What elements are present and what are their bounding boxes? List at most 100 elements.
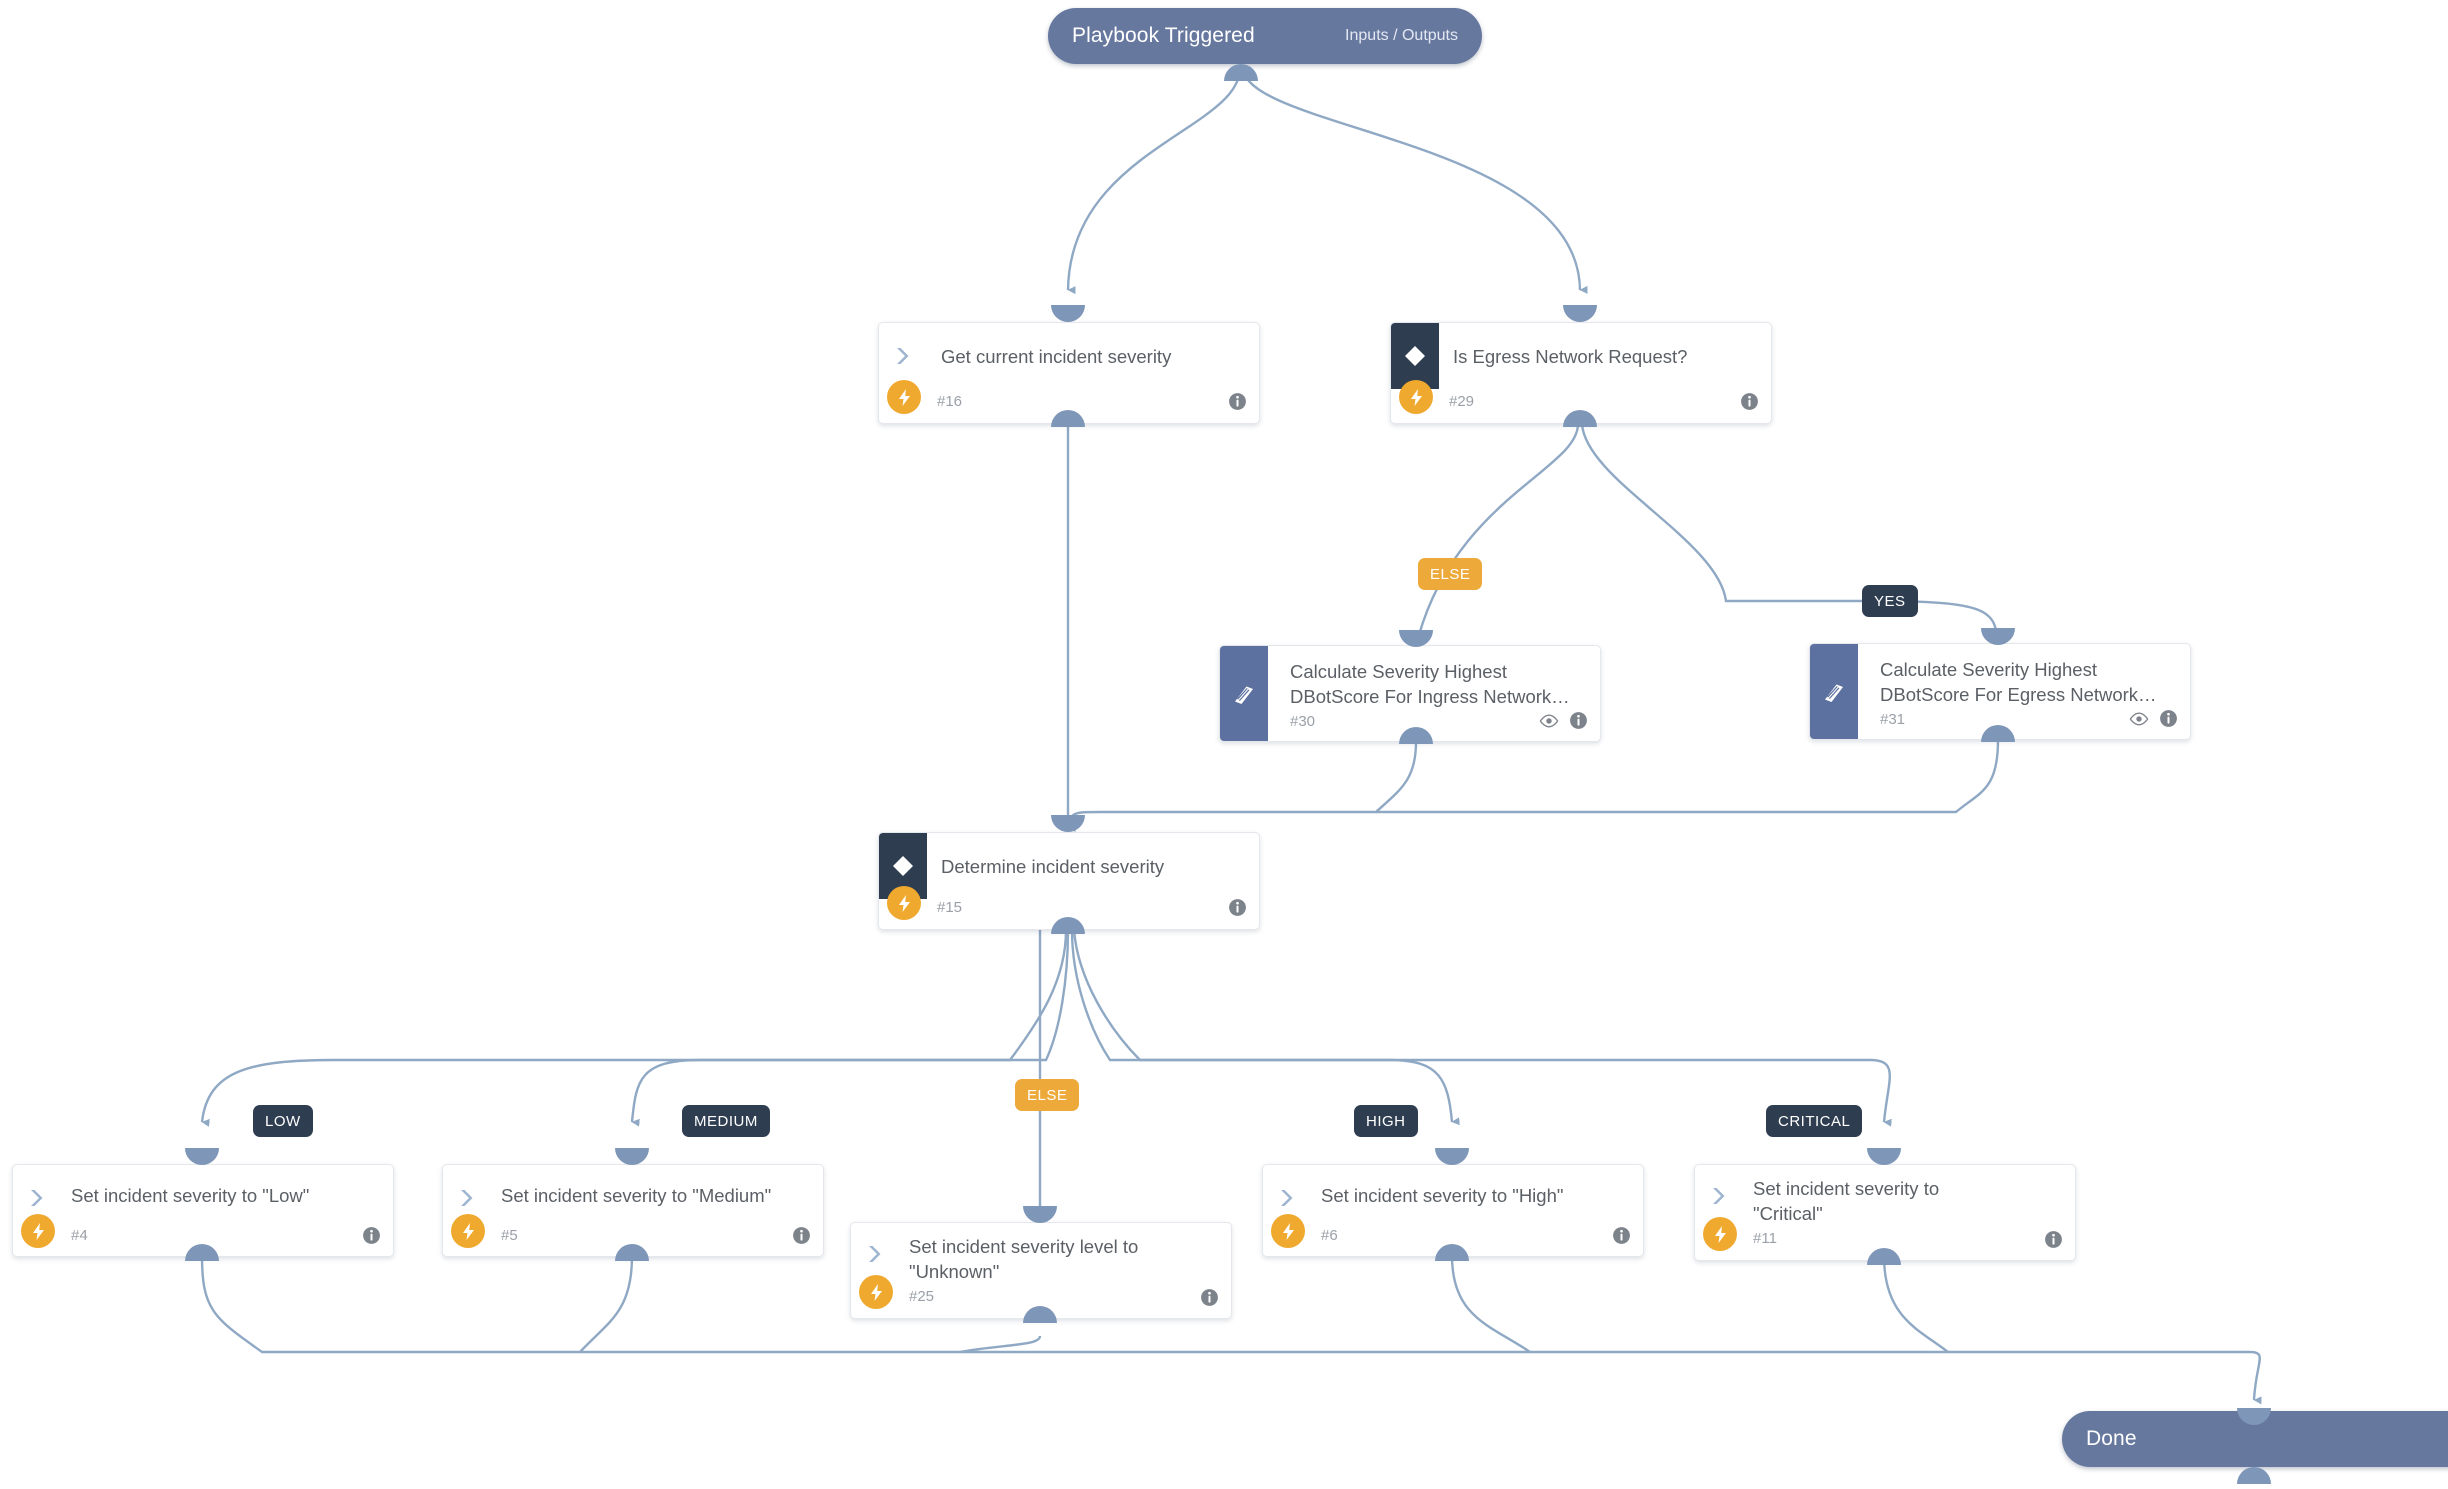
edge-start-to-is-egress (1241, 67, 1588, 294)
branch-label-low: LOW (253, 1105, 313, 1137)
info-icon[interactable] (1228, 392, 1247, 411)
eye-icon[interactable] (2129, 712, 2149, 726)
socket-done-top (2237, 1408, 2271, 1425)
lightning-bolt-icon (451, 1214, 485, 1248)
edge-critical-to-done (1882, 1255, 1949, 1353)
edge-medium-to-done (579, 1255, 634, 1353)
start-node-inputs-outputs-link[interactable]: Inputs / Outputs (1345, 27, 1458, 44)
socket-unknown-top (1023, 1206, 1057, 1223)
task-number: #16 (937, 393, 963, 410)
branch-label-high: HIGH (1354, 1105, 1418, 1137)
info-icon[interactable] (1569, 711, 1588, 730)
start-node-playbook-triggered[interactable]: Playbook Triggered Inputs / Outputs (1048, 8, 1482, 64)
node-get-current-incident-severity[interactable]: Get current incident severity #16 (878, 322, 1260, 424)
node-set-severity-low[interactable]: Set incident severity to "Low" #4 (12, 1164, 394, 1257)
branch-label-text: YES (1874, 592, 1906, 610)
node-actions (1228, 898, 1247, 917)
socket-high-top (1435, 1148, 1469, 1165)
info-icon[interactable] (1740, 392, 1759, 411)
lightning-bolt-icon (1271, 1214, 1305, 1248)
branch-label-critical: CRITICAL (1766, 1105, 1863, 1137)
node-title-line-2: DBotScore For Egress Network… (1880, 684, 2157, 705)
book-icon (1235, 686, 1253, 704)
lightning-bolt-icon (1703, 1217, 1737, 1251)
info-icon[interactable] (2044, 1230, 2063, 1249)
branch-label-text: HIGH (1366, 1112, 1406, 1130)
lightning-bolt-icon (859, 1275, 893, 1309)
node-icon-slot (1220, 646, 1268, 741)
node-actions (1200, 1288, 1219, 1307)
socket-critical-top (1867, 1148, 1901, 1165)
node-set-severity-high[interactable]: Set incident severity to "High" #6 (1262, 1164, 1644, 1257)
node-actions (1740, 392, 1759, 411)
edge-start-to-get-severity (1066, 67, 1242, 295)
eye-icon[interactable] (1539, 714, 1559, 728)
node-determine-incident-severity[interactable]: Determine incident severity #15 (878, 832, 1260, 930)
node-is-egress-network-request[interactable]: Is Egress Network Request? #29 (1390, 322, 1772, 424)
socket-determine-bottom (1051, 917, 1085, 934)
branch-label-else-egress: ELSE (1418, 558, 1483, 590)
node-actions (362, 1226, 381, 1245)
socket-get-severity-top (1051, 305, 1085, 322)
edge-high-to-done (1450, 1255, 1531, 1353)
chevron-right-icon (1713, 1188, 1725, 1204)
edge-determine-to-medium (630, 929, 1070, 1127)
info-icon[interactable] (1612, 1226, 1631, 1245)
chevron-right-icon (869, 1246, 881, 1262)
branch-label-text: ELSE (1027, 1086, 1068, 1104)
node-title: Calculate Severity Highest DBotScore For… (1880, 650, 2170, 714)
node-title: Is Egress Network Request? (1453, 345, 1688, 367)
diamond-icon (893, 856, 913, 876)
node-title: Get current incident severity (941, 345, 1172, 367)
socket-medium-top (615, 1148, 649, 1165)
node-actions (2044, 1230, 2063, 1249)
info-icon[interactable] (1228, 898, 1247, 917)
task-number: #30 (1290, 713, 1316, 730)
info-icon[interactable] (2159, 709, 2178, 728)
info-icon[interactable] (1200, 1288, 1219, 1307)
socket-start-bottom (1224, 64, 1258, 81)
edge-determine-to-critical (1072, 929, 1892, 1127)
socket-low-top (185, 1148, 219, 1165)
branch-label-text: CRITICAL (1778, 1112, 1851, 1130)
node-title: Set incident severity to "Medium" (501, 1184, 772, 1206)
node-calculate-severity-ingress[interactable]: Calculate Severity Highest DBotScore For… (1219, 645, 1601, 742)
diamond-icon (1405, 346, 1425, 366)
edge-ingress-to-determine (1066, 741, 1418, 829)
node-actions (792, 1226, 811, 1245)
node-actions (1228, 392, 1247, 411)
task-number: #11 (1753, 1230, 1777, 1247)
node-icon-slot (1391, 323, 1439, 389)
socket-determine-top (1051, 815, 1085, 832)
lightning-bolt-icon (887, 380, 921, 414)
node-title-line-2: DBotScore For Ingress Network… (1290, 686, 1570, 707)
socket-egress-bottom (1981, 725, 2015, 742)
node-actions (2129, 709, 2178, 728)
info-icon[interactable] (792, 1226, 811, 1245)
node-title: Set incident severity to "Critical" (1753, 1169, 2055, 1233)
node-title-line-1: Set incident severity level to (909, 1236, 1139, 1257)
node-title-line-1: Calculate Severity Highest (1880, 659, 2097, 680)
info-icon[interactable] (362, 1226, 381, 1245)
node-icon-slot (879, 323, 927, 389)
node-set-severity-critical[interactable]: Set incident severity to "Critical" #11 (1694, 1164, 2076, 1261)
branch-label-yes-egress: YES (1862, 585, 1918, 617)
node-calculate-severity-egress[interactable]: Calculate Severity Highest DBotScore For… (1809, 643, 2191, 740)
branch-label-text: MEDIUM (694, 1112, 758, 1130)
node-title-line-1: Set incident severity to (1753, 1178, 1940, 1199)
node-set-severity-unknown[interactable]: Set incident severity level to "Unknown"… (850, 1222, 1232, 1319)
edge-is-egress-else-to-ingress (1414, 423, 1580, 652)
socket-is-egress-top (1563, 305, 1597, 322)
node-icon-slot (1263, 1165, 1311, 1231)
socket-done-bottom (2237, 1467, 2271, 1484)
node-actions (1539, 711, 1588, 730)
socket-ingress-bottom (1399, 727, 1433, 744)
node-icon-slot (13, 1165, 61, 1231)
task-number: #31 (1880, 711, 1906, 728)
chevron-right-icon (897, 348, 909, 364)
node-set-severity-medium[interactable]: Set incident severity to "Medium" #5 (442, 1164, 824, 1257)
chevron-right-icon (461, 1190, 473, 1206)
node-title: Set incident severity to "Low" (71, 1184, 310, 1206)
task-number: #29 (1449, 393, 1475, 410)
